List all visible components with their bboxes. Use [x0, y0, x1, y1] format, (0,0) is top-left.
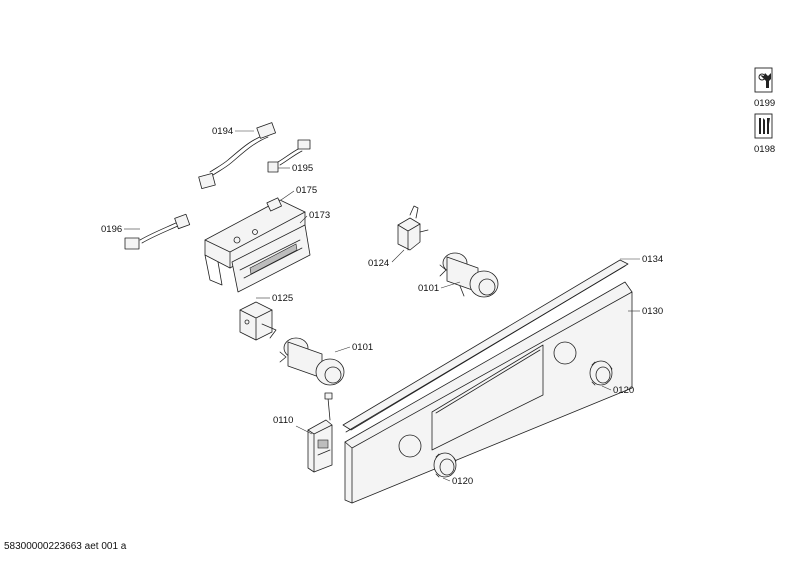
svg-text:0175: 0175 [296, 185, 317, 196]
label-0195: 0195 [278, 163, 313, 174]
svg-text:0101: 0101 [352, 342, 373, 353]
svg-text:0130: 0130 [642, 306, 663, 317]
document-code: 58300000223663 aet 001 a [4, 541, 127, 552]
selector-switch-0101-lower[interactable] [279, 337, 345, 386]
label-0101-upper: 0101 [418, 281, 461, 294]
label-0196: 0196 [101, 224, 140, 235]
svg-text:0195: 0195 [292, 163, 313, 174]
svg-text:0101: 0101 [418, 283, 439, 294]
switch-bracket-0124[interactable] [397, 205, 429, 251]
label-0134: 0134 [620, 254, 663, 265]
label-0110: 0110 [273, 415, 313, 435]
svg-text:0196: 0196 [101, 224, 122, 235]
svg-text:0110: 0110 [273, 415, 293, 426]
knob-ring-0120-right[interactable] [589, 360, 613, 386]
tools-icon [759, 118, 770, 134]
electronic-module-0110[interactable] [307, 392, 333, 473]
control-module-0175[interactable] [204, 197, 311, 293]
cable-0195[interactable] [267, 139, 311, 173]
svg-text:0199: 0199 [754, 98, 775, 109]
service-icon-0198[interactable]: 0198 [754, 113, 775, 155]
cable-0196[interactable] [124, 213, 191, 250]
knob-ring-0120-lower[interactable] [433, 452, 457, 478]
cable-harness-0194[interactable] [198, 122, 276, 190]
svg-text:0120: 0120 [452, 476, 473, 487]
label-0194: 0194 [212, 126, 254, 137]
label-0124: 0124 [368, 249, 405, 269]
bracket-0125[interactable] [239, 301, 277, 341]
svg-text:0134: 0134 [642, 254, 663, 265]
svg-text:0125: 0125 [272, 293, 293, 304]
svg-text:0194: 0194 [212, 126, 233, 137]
label-0130: 0130 [628, 306, 663, 317]
label-0101-lower: 0101 [334, 342, 373, 353]
control-panel-0130[interactable] [344, 281, 633, 504]
svg-text:0124: 0124 [368, 258, 389, 269]
label-0120-lower: 0120 [442, 476, 473, 487]
svg-text:0173: 0173 [309, 210, 330, 221]
label-0125: 0125 [256, 293, 293, 304]
svg-text:0198: 0198 [754, 144, 775, 155]
trim-strip-0134[interactable] [342, 259, 629, 433]
wrench-icon [758, 73, 771, 88]
label-0120-right: 0120 [601, 385, 634, 396]
selector-switch-0101-upper[interactable] [439, 252, 499, 298]
label-0173: 0173 [299, 210, 330, 224]
label-0175: 0175 [280, 185, 317, 201]
service-icon-0199[interactable]: 0199 [754, 67, 775, 109]
svg-text:0120: 0120 [613, 385, 634, 396]
